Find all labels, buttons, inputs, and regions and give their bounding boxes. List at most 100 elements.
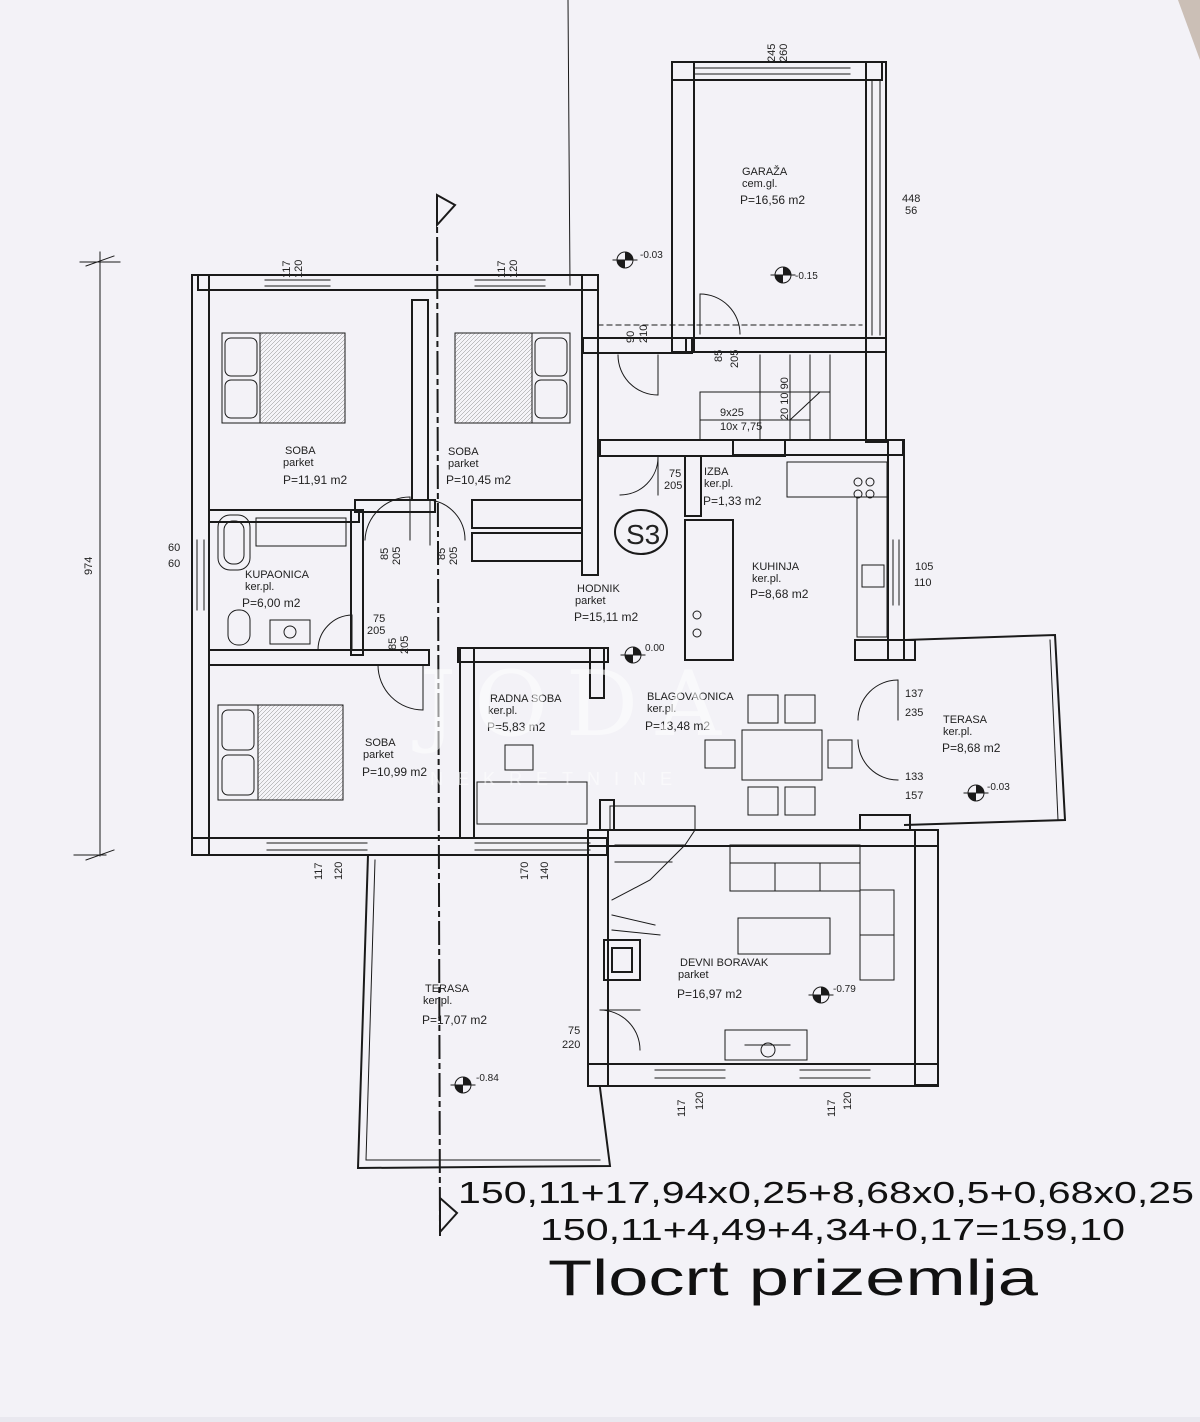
room-name: IZBA: [704, 466, 729, 478]
dimension-top: 245: [766, 44, 778, 62]
room-floor: ker.pl.: [752, 573, 781, 585]
dimension-1: 117 120: [496, 260, 520, 278]
dimension-top: 133: [905, 771, 923, 783]
internal-stair: [609, 805, 696, 936]
dimension-5: 85 205: [713, 350, 741, 368]
dimension-14: 137 235: [905, 688, 923, 719]
drawing-title: Tlocrt prizemlja: [548, 1250, 1038, 1306]
outer-walls: [191, 61, 939, 1087]
room-label-11: TERASA ker.pl. P=17,07 m2: [422, 983, 487, 1027]
dimension-17: 170 140: [519, 862, 551, 880]
section-arrow-bottom: [439, 1195, 459, 1235]
dimension-2: 245 260: [766, 44, 790, 62]
room-label-6: KUHINJA ker.pl. P=8,68 m2: [750, 561, 809, 601]
overall-dimension-line: [73, 251, 121, 861]
room-area: P=10,45 m2: [446, 473, 511, 487]
dimension-11: 75 205: [367, 613, 385, 637]
room-area: P=11,91 m2: [283, 473, 347, 487]
section-cut-line: [435, 198, 442, 1237]
dimension-top: 117: [313, 862, 325, 880]
overall-dimension-label: 974: [83, 557, 95, 575]
dimension-top: 85: [436, 548, 448, 560]
section-marker-label: S3: [626, 519, 660, 550]
level-label: -0.84: [476, 1073, 499, 1084]
dimension-bottom: 205: [664, 480, 682, 492]
room-name: KUPAONICA: [245, 569, 310, 581]
room-area: P=10,99 m2: [362, 765, 427, 779]
dimension-bottom: 157: [905, 790, 923, 802]
section-marker-circle: [614, 509, 668, 555]
room-area: P=15,11 m2: [574, 610, 638, 624]
dimension-top: 90: [625, 331, 637, 343]
dimension-top: 117: [496, 260, 508, 278]
section-arrow-top: [436, 193, 457, 228]
room-label-8: BLAGOVAONICA ker.pl. P=13,48 m2: [645, 691, 734, 733]
dimension-7: 75 205: [664, 468, 682, 492]
room-name: TERASA: [425, 983, 470, 995]
dimension-0: 117 120: [281, 260, 305, 278]
dimension-top: 85: [387, 638, 399, 650]
room-floor: parket: [678, 969, 709, 981]
dimension-top: 117: [826, 1099, 838, 1117]
dimension-top: 117: [281, 260, 293, 278]
watermark-logo: JODA: [412, 652, 739, 757]
area-calculation-line2: 150,11+4,49+4,34+0,17=159,10: [540, 1212, 1125, 1247]
room-name: GARAŽA: [742, 165, 788, 178]
dimension-3: 448 56: [902, 193, 920, 217]
garage-stairs: [699, 354, 831, 441]
room-area: P=5,83 m2: [487, 720, 546, 734]
room-label-7: RADNA SOBA ker.pl. P=5,83 m2: [487, 693, 562, 734]
dimension-bottom: 220: [562, 1039, 580, 1051]
room-floor: ker.pl.: [704, 478, 733, 490]
dimension-bottom: 210: [638, 325, 650, 343]
room-area: P=1,33 m2: [703, 494, 762, 508]
room-name: SOBA: [285, 445, 316, 457]
dimension-bottom: 205: [367, 625, 385, 637]
dimension-16: 117 120: [313, 862, 345, 880]
room-floor: ker.pl.: [647, 703, 676, 715]
room-area: P=16,97 m2: [677, 987, 742, 1001]
room-label-3: IZBA ker.pl. P=1,33 m2: [703, 466, 762, 508]
room-label-1: SOBA parket P=10,45 m2: [446, 446, 511, 487]
dimension-8: 60 60: [168, 542, 180, 570]
room-area: P=17,07 m2: [422, 1013, 487, 1027]
bathroom-fixtures: [217, 514, 347, 646]
room-floor: parket: [283, 457, 314, 469]
dimension-4: 90 210: [625, 325, 650, 343]
dimension-bottom: 205: [391, 547, 403, 565]
dimension-top: 170: [519, 862, 531, 880]
room-name: SOBA: [365, 737, 396, 749]
dimension-bottom: 120: [333, 862, 345, 880]
dimension-bottom: 205: [399, 636, 411, 654]
room-label-0: SOBA parket P=11,91 m2: [283, 445, 347, 487]
bed-2: [454, 332, 571, 424]
dimension-18: 75 220: [562, 1025, 580, 1051]
doors: [317, 293, 899, 1051]
room-floor: ker.pl.: [423, 995, 452, 1007]
level-label: -0.79: [833, 984, 856, 995]
dimension-bottom: 120: [842, 1092, 854, 1110]
kitchen-counters: [692, 461, 888, 638]
room-floor: ker.pl.: [943, 726, 972, 738]
dimension-bottom: 110: [914, 577, 932, 589]
dimension-top: 448: [902, 193, 920, 205]
room-label-10: TERASA ker.pl. P=8,68 m2: [942, 714, 1001, 755]
dimension-10: 85 205: [436, 547, 460, 565]
dimension-top: 9x25: [720, 407, 744, 419]
dimension-top: 137: [905, 688, 923, 700]
room-floor: ker.pl.: [488, 705, 517, 717]
room-name: KUHINJA: [752, 561, 800, 573]
dimension-bottom: 120: [694, 1092, 706, 1110]
bed-1: [221, 332, 346, 424]
room-label-5: HODNIK parket P=15,11 m2: [574, 583, 638, 624]
dimension-top: 60: [168, 542, 180, 554]
terrace-outlines: [356, 633, 1067, 1170]
dimension-bottom: 10x 7,75: [720, 421, 762, 433]
dimension-20: 117 120: [826, 1092, 854, 1117]
dimension-9: 85 205: [379, 547, 403, 565]
room-floor: parket: [575, 595, 606, 607]
watermark-subtitle: NEKRETNINE: [430, 769, 686, 789]
paper-edge: [1178, 0, 1200, 60]
level-label: 0.00: [645, 643, 665, 654]
